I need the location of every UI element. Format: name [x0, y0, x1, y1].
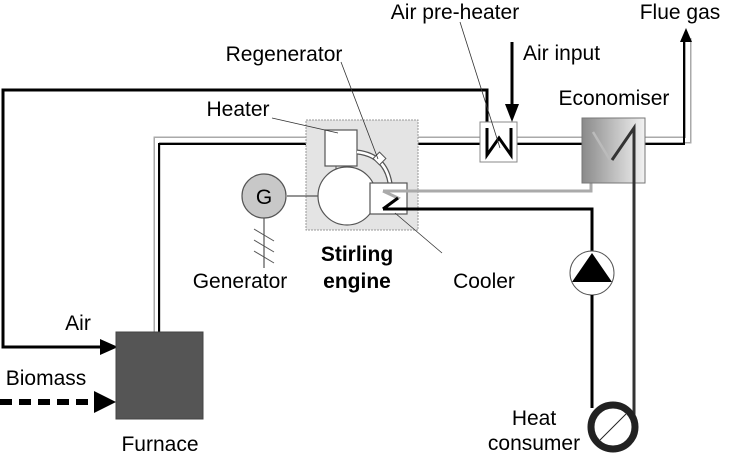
air-supply-line	[1, 88, 489, 355]
label-generator: Generator	[193, 270, 288, 293]
label-cooler: Cooler	[453, 270, 515, 293]
heater-block	[324, 129, 358, 167]
engine-cylinder	[317, 166, 377, 226]
flue-gas-arrow-icon	[680, 28, 692, 42]
air-input-arrow-icon	[505, 104, 519, 122]
label-consumer: consumer	[488, 432, 580, 455]
label-stirling-line2: engine	[323, 270, 391, 293]
biomass-arrow-icon	[94, 391, 116, 413]
pump-triangle-icon	[572, 253, 612, 282]
label-air: Air	[65, 312, 91, 335]
label-heater: Heater	[206, 98, 269, 121]
biomass-feed-line	[0, 391, 116, 413]
label-air-preheater: Air pre-heater	[391, 1, 519, 24]
generator-symbol: G	[256, 186, 272, 209]
label-biomass: Biomass	[6, 367, 87, 390]
economiser-block	[581, 117, 646, 184]
flue-gas-pipe	[153, 28, 692, 332]
label-air-input: Air input	[523, 42, 600, 65]
label-flue-gas: Flue gas	[640, 1, 721, 24]
ground-icon	[253, 218, 275, 268]
air-arrowhead-icon	[100, 339, 118, 355]
label-furnace: Furnace	[121, 433, 198, 456]
label-regenerator: Regenerator	[226, 43, 343, 66]
furnace-block	[115, 331, 204, 420]
label-economiser: Economiser	[559, 87, 670, 110]
label-heat: Heat	[512, 407, 557, 430]
label-stirling-line1: Stirling	[321, 243, 393, 266]
